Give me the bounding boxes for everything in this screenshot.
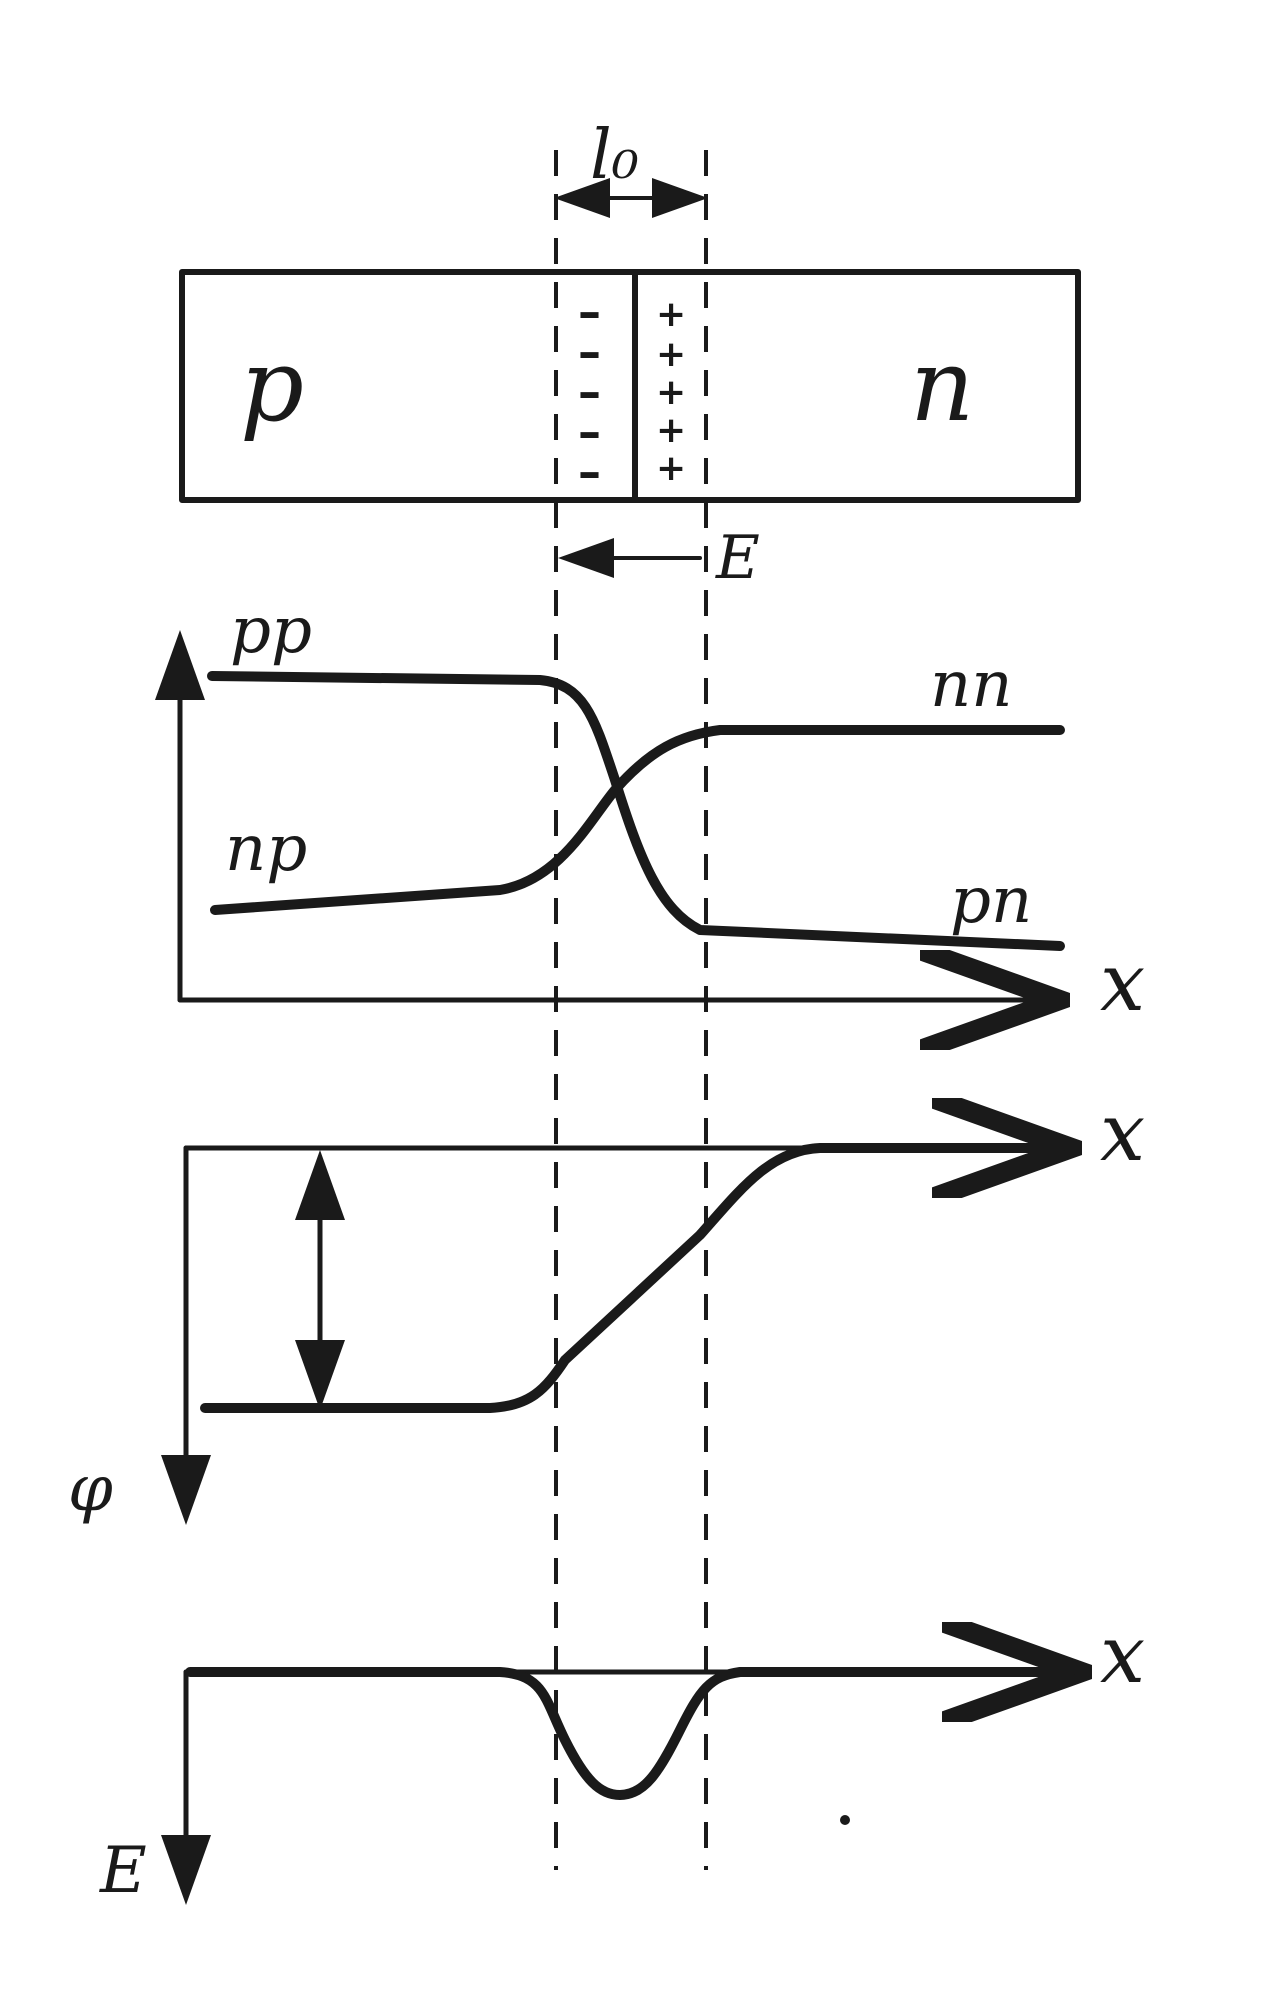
negative-charge: – <box>578 325 601 379</box>
label-pn: pn <box>950 864 1032 938</box>
x-axis-label-1: x <box>1100 936 1145 1029</box>
stray-dot <box>840 1815 850 1825</box>
positive-charge: + <box>656 294 686 335</box>
field-label: E <box>715 523 760 593</box>
negative-charge: – <box>578 365 601 419</box>
curve-pp-to-pn <box>207 671 1065 951</box>
label-np: np <box>225 812 307 886</box>
curve-np-to-nn <box>210 725 1065 915</box>
positive-charge: + <box>656 410 686 451</box>
region-p-label: p <box>240 327 304 444</box>
phi-axis-label: φ <box>68 1452 113 1526</box>
region-n-label: n <box>910 327 974 444</box>
x-axis-label-3: x <box>1100 1608 1145 1701</box>
label-nn: nn <box>930 648 1012 722</box>
e-axis-label: E <box>99 1834 147 1908</box>
field-curve <box>185 1667 1075 1800</box>
negative-charge: – <box>578 405 601 459</box>
negative-charge: – <box>578 285 601 339</box>
semiconductor-bar <box>179 269 1081 503</box>
negative-charge: – <box>578 445 601 499</box>
potential-curve <box>200 1143 1065 1413</box>
negative-charges: – – – – – <box>578 285 601 499</box>
x-axis-label-2: x <box>1100 1086 1145 1179</box>
positive-charge: + <box>656 334 686 375</box>
positive-charge: + <box>656 372 686 413</box>
positive-charges: + + + + + <box>656 294 686 489</box>
width-label: l₀ <box>590 116 639 195</box>
positive-charge: + <box>656 448 686 489</box>
label-pp: pp <box>230 594 312 668</box>
